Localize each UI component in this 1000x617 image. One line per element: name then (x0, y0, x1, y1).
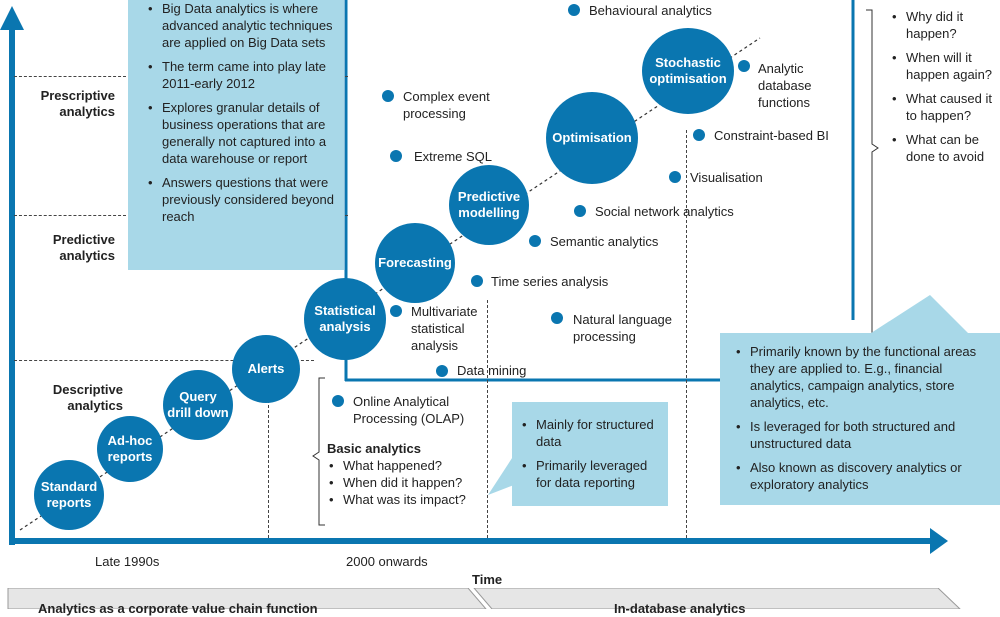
x-axis-title: Time (472, 572, 503, 587)
dot-constraint-bi (693, 129, 705, 141)
label-social-network: Social network analytics (595, 204, 734, 219)
label-natural-language: Natural language processing (573, 312, 673, 344)
predictive-divider (14, 215, 126, 216)
time-divider-2 (487, 300, 488, 538)
stage-query-drill-down: Query drill down (163, 370, 233, 440)
stage-standard-reports: Standard reports (34, 460, 104, 530)
basic-analytics: Basic analytics What happened? When did … (327, 440, 507, 508)
label-data-mining: Data mining (457, 363, 527, 378)
basic-analytics-brace (312, 377, 325, 526)
x-tick-2000-onwards: 2000 onwards (346, 554, 428, 569)
right-questions: Why did it happen? When will it happen a… (890, 8, 1000, 165)
label-semantic: Semantic analytics (550, 234, 659, 249)
questions-brace (866, 9, 879, 336)
label-time-series: Time series analysis (491, 274, 609, 289)
dot-time-series (471, 275, 483, 287)
label-analytic-db: Analytic database functions (758, 61, 812, 110)
label-complex-event: Complex event processing (403, 89, 490, 121)
x-tick-late-1990s: Late 1990s (95, 554, 160, 569)
big-data-point-1: Big Data analytics is where advanced ana… (144, 0, 336, 51)
dot-behavioural (568, 4, 580, 16)
dot-visualisation (669, 171, 681, 183)
functional-analytics-box: Primarily known by the functional areas … (720, 333, 1000, 505)
time-divider-3 (686, 130, 687, 538)
big-data-point-3: Explores granular details of business op… (144, 99, 336, 167)
question-1: Why did it happen? (890, 8, 1000, 42)
label-olap: Online Analytical Processing (OLAP) (353, 394, 465, 426)
stage-predictive-modelling: Predictive modelling (449, 165, 529, 245)
question-4: What can be done to avoid (890, 131, 1000, 165)
stage-alerts: Alerts (232, 335, 300, 403)
label-constraint-bi: Constraint-based BI (714, 128, 829, 143)
dot-complex-event (382, 90, 394, 102)
dot-analytic-db (738, 60, 750, 72)
level-predictive: Predictive analytics (52, 232, 115, 263)
label-extreme-sql: Extreme SQL (414, 149, 493, 164)
dot-natural-language (551, 312, 563, 324)
dot-extreme-sql (390, 150, 402, 162)
stage-optimisation: Optimisation (546, 92, 638, 184)
x-axis-arrowhead (930, 528, 948, 554)
descriptive-divider (14, 360, 314, 361)
prescriptive-divider (14, 76, 126, 77)
structured-data-box: Mainly for structured data Primarily lev… (512, 402, 668, 506)
big-data-info-box: Big Data analytics is where advanced ana… (128, 0, 344, 270)
label-multivariate: Multivariate statistical analysis (411, 304, 478, 353)
dot-multivariate (390, 305, 402, 317)
big-data-point-4: Answers questions that were previously c… (144, 174, 336, 225)
level-descriptive: Descriptive analytics (52, 382, 123, 413)
question-2: When will it happen again? (890, 49, 1000, 83)
basic-analytics-title: Basic analytics (327, 441, 421, 456)
time-divider-1 (268, 380, 269, 538)
big-data-point-2: The term came into play late 2011-early … (144, 58, 336, 92)
dot-social-network (574, 205, 586, 217)
functional-callout-pointer (868, 295, 970, 335)
functional-point-1: Primarily known by the functional areas … (732, 343, 994, 411)
functional-point-3: Also known as discovery analytics or exp… (732, 459, 994, 493)
dot-semantic (529, 235, 541, 247)
bottom-band (7, 588, 961, 609)
stage-forecasting: Forecasting (375, 223, 455, 303)
stage-stochastic-optimisation: Stochastic optimisation (642, 28, 734, 114)
functional-point-2: Is leveraged for both structured and uns… (732, 418, 994, 452)
structured-point-2: Primarily leveraged for data reporting (518, 457, 662, 491)
dot-olap (332, 395, 344, 407)
structured-callout-pointer (488, 455, 514, 495)
stage-adhoc-reports: Ad-hoc reports (97, 416, 163, 482)
basic-analytics-item-2: When did it happen? (327, 474, 507, 491)
structured-point-1: Mainly for structured data (518, 416, 662, 450)
label-behavioural: Behavioural analytics (589, 3, 712, 18)
stage-statistical-analysis: Statistical analysis (304, 278, 386, 360)
dot-data-mining (436, 365, 448, 377)
label-visualisation: Visualisation (690, 170, 763, 185)
y-axis-arrowhead (0, 6, 24, 30)
basic-analytics-item-1: What happened? (327, 457, 507, 474)
question-3: What caused it to happen? (890, 90, 1000, 124)
basic-analytics-item-3: What was its impact? (327, 491, 507, 508)
level-prescriptive: Prescriptive analytics (40, 88, 115, 119)
